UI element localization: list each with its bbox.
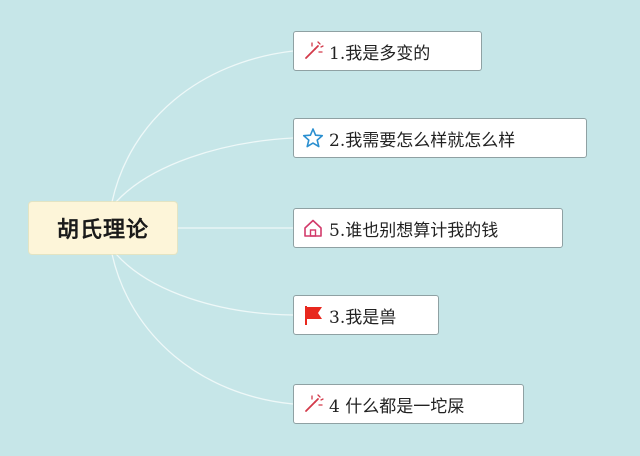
connector-4 [115,253,294,316]
magic-wand-icon [302,393,324,415]
topic-node-4[interactable]: 3.我是兽 [293,295,439,335]
connector-5 [111,253,294,405]
topic-label-4: 3.我是兽 [329,307,397,328]
topic-label-5: 4 什么都是一坨屎 [329,396,465,417]
home-icon [302,217,324,239]
star-icon [302,127,324,149]
topic-node-3[interactable]: 5.谁也别想算计我的钱 [293,208,563,248]
topic-label-2: 2.我需要怎么样就怎么样 [329,130,516,151]
topic-label-1: 1.我是多变的 [329,43,431,64]
connector-1 [111,50,294,203]
topic-node-5[interactable]: 4 什么都是一坨屎 [293,384,524,424]
red-flag-icon [302,304,324,326]
connector-2 [115,137,294,203]
magic-wand-icon [302,40,324,62]
central-topic[interactable]: 胡氏理论 [29,202,177,254]
topic-label-3: 5.谁也别想算计我的钱 [329,220,499,241]
topic-node-1[interactable]: 1.我是多变的 [293,31,482,71]
topic-node-2[interactable]: 2.我需要怎么样就怎么样 [293,118,587,158]
central-topic-label: 胡氏理论 [56,218,149,243]
